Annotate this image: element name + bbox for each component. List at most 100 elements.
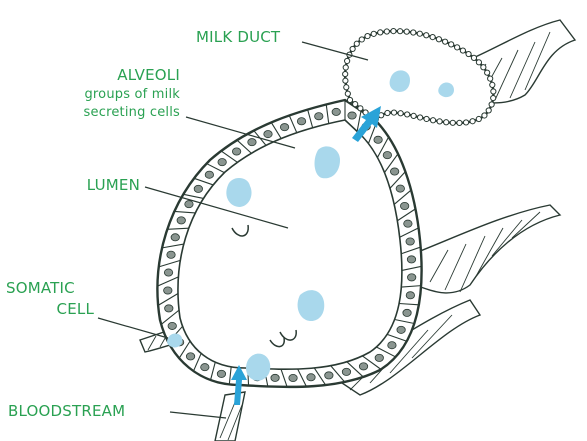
label-alveoli: ALVEOLI [117, 66, 180, 84]
duct-cell-bead [457, 120, 462, 125]
cell-nucleus [165, 305, 173, 312]
duct-cell-bead [344, 85, 349, 90]
duct-cell-bead [343, 65, 348, 70]
duct-cell-bead [424, 33, 429, 38]
duct-cell-bead [358, 106, 363, 111]
duct-cell-bead [486, 108, 491, 113]
duct-cell-bead [371, 31, 376, 36]
duct-cell-bead [404, 29, 409, 34]
duct-cell-bead [347, 97, 352, 102]
tissue-strand-bottom [215, 392, 245, 441]
cell-nucleus [194, 185, 202, 192]
duct-cell-bead [481, 65, 486, 70]
duct-cell-bead [359, 37, 364, 42]
cell-nucleus [307, 374, 315, 381]
cell-nucleus [297, 118, 305, 125]
cell-nucleus [315, 113, 323, 120]
label-alveoli-sub-1: groups of milk [84, 87, 180, 102]
duct-cell-bead [490, 82, 495, 87]
duct-cell-bead [365, 33, 370, 38]
duct-cell-bead [411, 113, 416, 118]
cell-nucleus [264, 130, 272, 137]
label-somatic: SOMATIC [6, 279, 75, 297]
duct-cell-bead [343, 78, 348, 83]
duct-cell-bead [345, 58, 350, 63]
label-cell: CELL [57, 300, 95, 318]
duct-cell-bead [405, 112, 410, 117]
duct-cell-bead [343, 71, 348, 76]
duct-cell-bead [411, 30, 416, 35]
cell-nucleus [186, 353, 194, 360]
tissue-strand-mid-right [410, 205, 560, 293]
duct-cell-bead [417, 115, 422, 120]
milk-duct-wall [345, 31, 493, 123]
cell-nucleus [407, 256, 415, 263]
duct-cell-bead [460, 48, 465, 53]
cell-nucleus [171, 234, 179, 241]
cell-nucleus [248, 139, 256, 146]
cell-nucleus [325, 372, 333, 379]
duct-cell-bead [353, 102, 358, 107]
cell-nucleus [404, 220, 412, 227]
duct-cell-bead [398, 111, 403, 116]
duct-cell-bead [443, 39, 448, 44]
duct-cell-bead [466, 51, 471, 56]
cell-nucleus [374, 136, 382, 143]
duct-cell-bead [437, 119, 442, 124]
alveolus [157, 100, 421, 387]
cell-nucleus [397, 326, 405, 333]
duct-cell-bead [485, 70, 490, 75]
duct-cell-bead [430, 35, 435, 40]
label-lumen: LUMEN [87, 176, 140, 194]
duct-cell-bead [345, 91, 350, 96]
cell-nucleus [177, 217, 185, 224]
duct-cell-bead [424, 116, 429, 121]
cell-nucleus [396, 185, 404, 192]
cell-nucleus [164, 287, 172, 294]
duct-cell-bead [491, 89, 496, 94]
cell-nucleus [218, 159, 226, 166]
cell-nucleus [375, 354, 383, 361]
duct-cell-bead [385, 110, 390, 115]
duct-cell-bead [488, 76, 493, 81]
cell-nucleus [217, 370, 225, 377]
cell-nucleus [271, 374, 279, 381]
cell-nucleus [383, 152, 391, 159]
duct-cell-bead [489, 102, 494, 107]
duct-cell-bead [470, 119, 475, 124]
leader-bloodstream [170, 412, 226, 418]
cell-nucleus [406, 238, 414, 245]
duct-cell-bead [444, 120, 449, 125]
duct-cell-bead [476, 60, 481, 65]
cell-nucleus [403, 309, 411, 316]
cell-nucleus [168, 322, 176, 329]
cell-nucleus [388, 342, 396, 349]
label-bloodstream: BLOODSTREAM [8, 402, 125, 420]
cell-nucleus [232, 148, 240, 155]
cell-nucleus [359, 363, 367, 370]
cell-nucleus [164, 269, 172, 276]
duct-cell-bead [417, 31, 422, 36]
cell-nucleus [348, 112, 356, 119]
duct-cell-bead [397, 29, 402, 34]
cell-nucleus [342, 368, 350, 375]
cell-nucleus [201, 364, 209, 371]
duct-cell-bead [455, 45, 460, 50]
cell-nucleus [332, 108, 340, 115]
cell-nucleus [407, 274, 415, 281]
duct-cell-bead [391, 110, 396, 115]
milk-droplet [298, 290, 325, 321]
duct-cell-bead [350, 46, 355, 51]
duct-cell-bead [378, 30, 383, 35]
milk-duct [343, 29, 496, 126]
duct-cell-bead [354, 41, 359, 46]
duct-cell-bead [436, 37, 441, 42]
duct-cell-bead [491, 95, 496, 100]
duct-cell-bead [471, 55, 476, 60]
duct-cell-bead [449, 42, 454, 47]
milk-droplet [226, 178, 251, 207]
label-alveoli-sub-2: secreting cells [84, 105, 180, 120]
cell-nucleus [390, 168, 398, 175]
cell-nucleus [289, 374, 297, 381]
